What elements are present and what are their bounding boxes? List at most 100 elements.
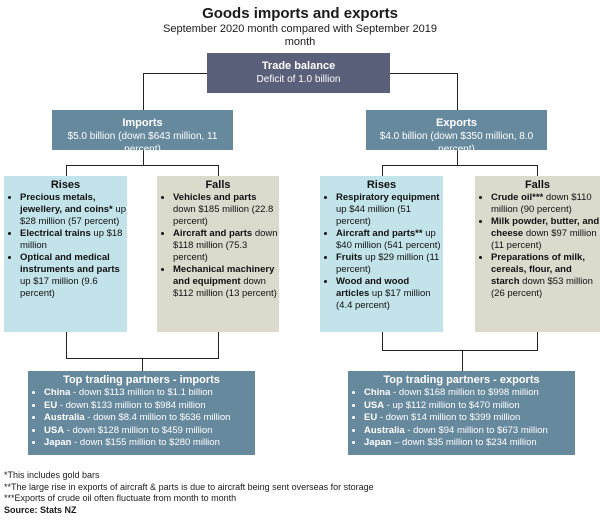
connector-line	[143, 73, 144, 111]
list-item-label: EU	[44, 399, 58, 411]
connector-line	[218, 332, 219, 358]
exports-value: $4.0 billion (down $350 million, 8.0 per…	[379, 131, 534, 155]
list-item-detail: down $97 million (11 percent)	[491, 228, 597, 251]
list-item: Electrical trains up $18 million	[20, 228, 127, 252]
list-item-detail: up $40 million (541 percent)	[336, 228, 441, 251]
connector-line	[382, 332, 383, 350]
list-item: Wood and wood articles up $17 million (4…	[336, 276, 443, 312]
exports-falls-list: Crude oil*** down $110 million (90 perce…	[475, 192, 600, 300]
list-item-detail: up $29 million (11 percent)	[336, 252, 440, 275]
list-item: Optical and medical instruments and part…	[20, 252, 127, 300]
list-item-detail: - down $113 million to $1.1 billion	[70, 387, 213, 398]
imports-falls-heading: Falls	[205, 179, 231, 191]
list-item-detail: up $17 million (9.6 percent)	[20, 276, 98, 299]
list-item: Crude oil*** down $110 million (90 perce…	[491, 192, 600, 216]
list-item-detail: - down $128 million to $459 million	[64, 424, 213, 436]
imports-box: Imports $5.0 billion (down $643 million,…	[52, 110, 233, 155]
list-item: USA - down $128 million to $459 million	[44, 425, 255, 438]
imports-partners-list: China - down $113 million to $1.1 billio…	[28, 387, 255, 450]
list-item-detail: down $112 million (13 percent)	[173, 276, 277, 299]
trade-balance-heading: Trade balance	[261, 60, 336, 72]
list-item-label: Precious metals, jewellery, and coins*	[20, 192, 113, 215]
list-item: Japan - down $155 million to $280 millio…	[44, 437, 255, 450]
list-item-detail: - down $14 million to $399 million	[377, 412, 521, 423]
list-item-label: Milk powder, butter, and cheese	[491, 216, 600, 239]
list-item: Respiratory equipment up $44 million (51…	[336, 192, 443, 228]
imports-heading: Imports	[122, 117, 163, 129]
list-item-label: Optical and medical instruments and part…	[20, 252, 120, 275]
connector-line	[382, 165, 383, 176]
list-item-label: China	[44, 387, 71, 398]
exports-box: Exports $4.0 billion (down $350 million,…	[366, 110, 547, 155]
connector-line	[457, 73, 458, 111]
connector-line	[382, 350, 538, 351]
list-item-detail: up $44 million (51 percent)	[336, 204, 411, 227]
list-item: China - down $168 million to $998 millio…	[364, 387, 575, 400]
connector-line	[66, 165, 219, 166]
imports-value: $5.0 billion (down $643 million, 11 perc…	[67, 131, 218, 155]
list-item-label: Aircraft and parts**	[336, 228, 423, 239]
exports-rises-box: Rises Respiratory equipment up $44 milli…	[320, 176, 443, 332]
footnotes: *This includes gold bars **The large ris…	[4, 470, 404, 516]
list-item-label: Aircraft and parts	[173, 228, 253, 239]
footnote: ***Exports of crude oil often fluctuate …	[4, 493, 237, 503]
footnote: **The large rise in exports of aircraft …	[4, 481, 374, 492]
exports-rises-list: Respiratory equipment up $44 million (51…	[320, 192, 443, 312]
list-item: Fruits up $29 million (11 percent)	[336, 252, 443, 276]
exports-partners-box: Top trading partners - exports China - d…	[348, 371, 575, 455]
list-item-detail: – down $35 million to $234 million	[391, 437, 537, 448]
list-item: USA - up $112 million to $470 million	[364, 400, 575, 413]
list-item-label: EU	[364, 412, 378, 423]
list-item-detail: - up $112 million to $470 million	[384, 399, 520, 411]
list-item: Japan – down $35 million to $234 million	[364, 437, 575, 450]
list-item: Mechanical machinery and equipment down …	[173, 264, 279, 300]
connector-line	[143, 150, 144, 165]
list-item-label: USA	[44, 424, 65, 436]
list-item: Australia - down $94 million to $673 mil…	[364, 425, 575, 438]
connector-line	[142, 358, 143, 371]
diagram-title: Goods imports and exports	[202, 5, 398, 22]
list-item: EU - down $133 million to $984 million	[44, 400, 255, 413]
diagram-subtitle: September 2020 month compared with Septe…	[163, 23, 437, 48]
list-item-label: Preparations of milk, cereals, flour, an…	[491, 252, 585, 287]
list-item-detail: - down $94 million to $673 million	[404, 424, 548, 436]
source-note: Source: Stats NZ	[4, 504, 77, 515]
list-item-label: Electrical trains	[20, 228, 91, 239]
list-item-label: Mechanical machinery and equipment	[173, 264, 275, 287]
connector-line	[537, 332, 538, 350]
connector-line	[457, 150, 458, 165]
list-item-label: Crude oil***	[491, 192, 544, 203]
list-item-label: China	[364, 387, 391, 398]
list-item-label: Australia	[44, 412, 85, 423]
list-item-detail: - down $8.4 million to $636 million	[84, 412, 231, 423]
list-item: Precious metals, jewellery, and coins* u…	[20, 192, 127, 228]
list-item-label: Vehicles and parts	[173, 192, 257, 203]
connector-line	[462, 350, 463, 371]
trade-balance-box: Trade balance Deficit of 1.0 billion	[207, 53, 390, 93]
connector-line	[66, 332, 67, 358]
list-item-detail: - down $133 million to $984 million	[57, 399, 206, 411]
list-item-detail: up $18 million	[20, 228, 123, 251]
list-item: Aircraft and parts down $118 million (75…	[173, 228, 279, 264]
imports-partners-heading: Top trading partners - imports	[63, 374, 220, 386]
list-item-detail: down $53 million (26 percent)	[491, 276, 593, 299]
list-item-label: Respiratory equipment	[336, 192, 440, 203]
list-item-detail: down $118 million (75.3 percent)	[173, 228, 278, 263]
list-item-detail: up $17 million (4.4 percent)	[336, 288, 431, 311]
list-item-label: USA	[364, 399, 385, 411]
imports-rises-box: Rises Precious metals, jewellery, and co…	[4, 176, 127, 332]
exports-rises-heading: Rises	[366, 179, 397, 191]
list-item: Aircraft and parts** up $40 million (541…	[336, 228, 443, 252]
exports-falls-heading: Falls	[524, 179, 551, 191]
list-item-label: Japan	[364, 437, 392, 448]
list-item-label: Fruits	[336, 252, 363, 263]
imports-falls-box: Falls Vehicles and parts down $185 milli…	[157, 176, 279, 332]
imports-falls-list: Vehicles and parts down $185 million (22…	[157, 192, 279, 300]
list-item: Preparations of milk, cereals, flour, an…	[491, 252, 600, 300]
list-item: China - down $113 million to $1.1 billio…	[44, 387, 255, 400]
imports-rises-heading: Rises	[50, 179, 81, 191]
list-item: Vehicles and parts down $185 million (22…	[173, 192, 279, 228]
list-item-detail: down $110 million (90 percent)	[491, 192, 592, 215]
list-item-detail: - down $155 million to $280 million	[71, 437, 220, 448]
list-item-detail: up $28 million (57 percent)	[20, 204, 126, 227]
